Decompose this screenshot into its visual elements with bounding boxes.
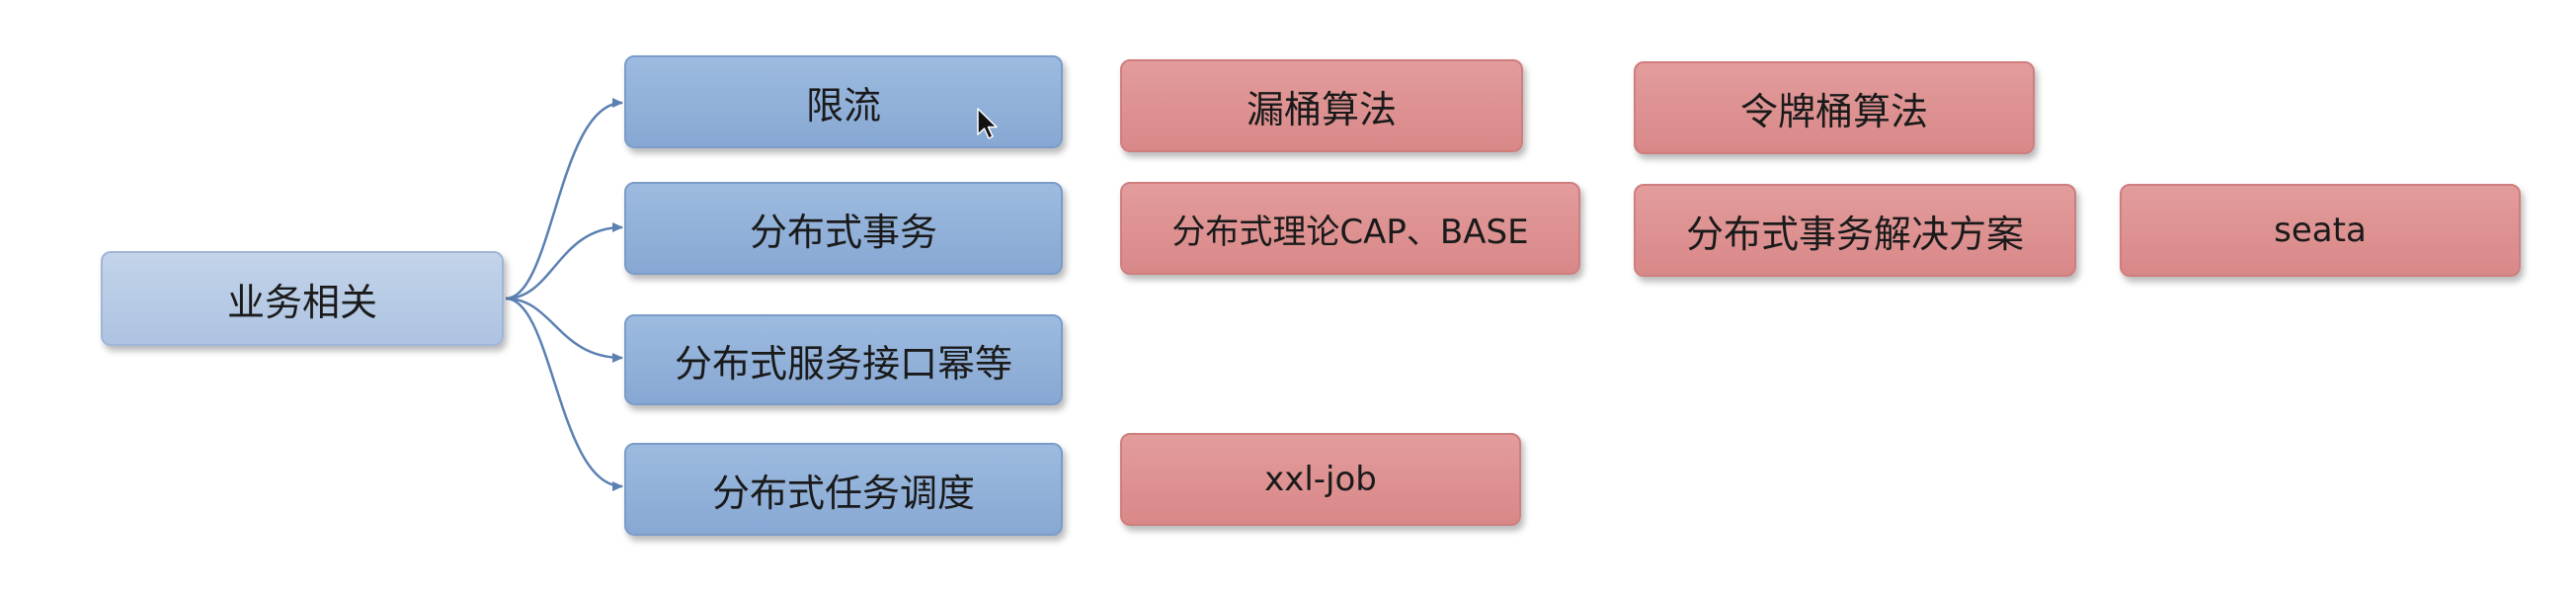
root-node[interactable]: 业务相关 <box>101 251 504 346</box>
connector-to-branch-4 <box>505 297 623 491</box>
branch-node-task-scheduling[interactable]: 分布式任务调度 <box>624 443 1063 536</box>
connector-to-branch-2 <box>505 222 623 300</box>
mouse-pointer-icon <box>977 108 998 139</box>
branch-node-idempotent-interface[interactable]: 分布式服务接口幂等 <box>624 314 1063 405</box>
leaf-node-seata[interactable]: seata <box>2120 184 2521 277</box>
leaf-node-token-bucket[interactable]: 令牌桶算法 <box>1634 61 2035 154</box>
leaf-node-cap-base[interactable]: 分布式理论CAP、BASE <box>1120 182 1580 275</box>
branch-node-distributed-transaction[interactable]: 分布式事务 <box>624 182 1063 275</box>
leaf-node-transaction-solutions[interactable]: 分布式事务解决方案 <box>1634 184 2076 277</box>
connector-to-branch-3 <box>505 297 623 363</box>
branch-node-rate-limiting[interactable]: 限流 <box>624 55 1063 148</box>
connector-to-branch-1 <box>505 98 623 300</box>
leaf-node-leaky-bucket[interactable]: 漏桶算法 <box>1120 59 1523 152</box>
leaf-node-xxl-job[interactable]: xxl-job <box>1120 433 1521 526</box>
